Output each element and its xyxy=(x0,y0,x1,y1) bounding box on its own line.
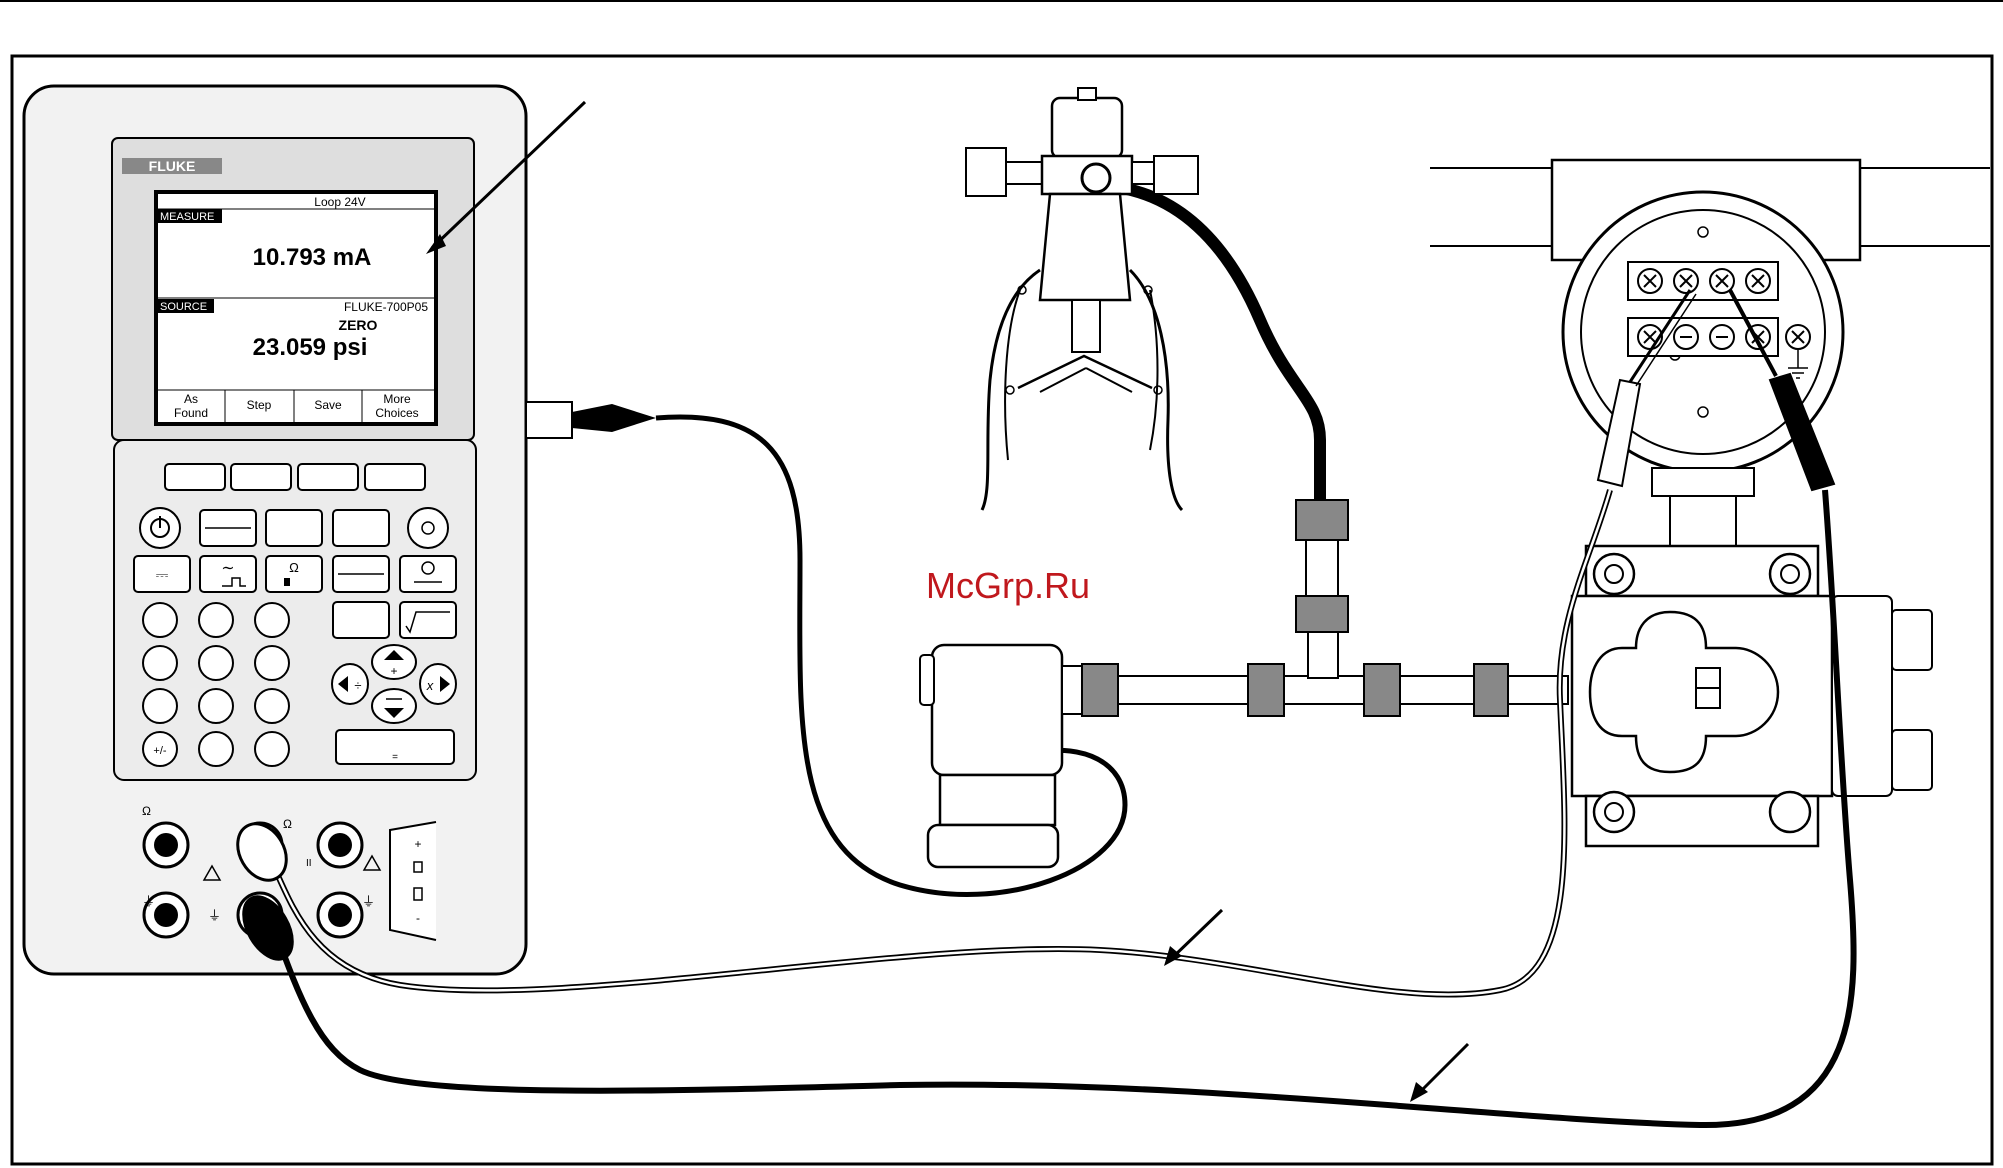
num-key[interactable] xyxy=(143,689,177,723)
left-arrow-key[interactable] xyxy=(332,664,368,704)
ohm-key-icon: Ω xyxy=(289,560,299,575)
softkey-button-2[interactable] xyxy=(231,464,291,490)
flange-bolt xyxy=(1594,554,1634,594)
ohm-jack-label: Ω xyxy=(142,804,151,818)
side-port-panel xyxy=(390,822,436,940)
lead-pointer-arrow xyxy=(1172,910,1222,958)
flange-bolt xyxy=(1770,554,1810,594)
dc-icon: ⎓ xyxy=(156,567,169,584)
source-label: SOURCE xyxy=(160,301,207,313)
flange-bolt xyxy=(1770,792,1810,832)
flange-bolt xyxy=(1594,792,1634,832)
zero-label: ZERO xyxy=(339,317,378,333)
lead-pointer-arrow xyxy=(1418,1044,1468,1094)
pump-vent-knob xyxy=(1154,156,1198,194)
jack-hole xyxy=(154,833,178,857)
loop-status: Loop 24V xyxy=(314,195,365,209)
softkey-3-label: Save xyxy=(314,398,342,412)
num-key[interactable] xyxy=(199,732,233,766)
pressure-transmitter xyxy=(1430,160,1990,846)
right-arrow-key[interactable] xyxy=(420,664,456,704)
pressure-module-body xyxy=(932,645,1062,775)
softkey-button-4[interactable] xyxy=(365,464,425,490)
softkey-1-line1: As xyxy=(184,392,198,406)
speaker-icon xyxy=(284,578,290,586)
fitting xyxy=(1248,664,1284,716)
brand-label: FLUKE xyxy=(149,158,196,174)
divide-label: ÷ xyxy=(354,678,361,693)
watermark: McGrp.Ru xyxy=(926,565,1090,606)
key-row3-4[interactable] xyxy=(333,602,389,638)
softkey-4-line2: Choices xyxy=(375,406,418,420)
softkey-button-3[interactable] xyxy=(298,464,358,490)
pressure-module xyxy=(920,645,1062,867)
module-name: FLUKE-700P05 xyxy=(344,300,428,314)
pump-valve-knob xyxy=(966,148,1006,196)
softkey-2-label: Step xyxy=(247,398,272,412)
pressure-manifold xyxy=(1062,500,1568,716)
measure-label: MEASURE xyxy=(160,211,214,223)
num-key[interactable] xyxy=(255,689,289,723)
plus-label: + xyxy=(390,664,397,678)
fitting xyxy=(1474,664,1508,716)
fitting xyxy=(1296,596,1348,632)
ground-jack-label-center: ⏚ xyxy=(208,908,221,923)
ii-jack-label: II xyxy=(306,858,312,869)
pump-cap xyxy=(1052,98,1122,158)
fitting xyxy=(1296,500,1348,540)
ground-jack-label: ⏚ xyxy=(142,894,155,909)
softkey-4-line1: More xyxy=(383,392,411,406)
plusminus-label: +/- xyxy=(153,745,166,757)
key-row1-4[interactable] xyxy=(333,510,389,546)
source-value: 23.059 psi xyxy=(253,334,368,361)
pump-handle-left xyxy=(982,270,1040,510)
num-key[interactable] xyxy=(255,732,289,766)
jack-hole xyxy=(328,903,352,927)
backlight-button[interactable] xyxy=(408,508,448,548)
measure-value: 10.793 mA xyxy=(253,244,372,271)
side-plus-label: + xyxy=(414,837,421,851)
softkey-button-1[interactable] xyxy=(165,464,225,490)
module-connector xyxy=(526,402,572,438)
module-plug xyxy=(572,404,656,432)
num-key[interactable] xyxy=(199,646,233,680)
key-row1-3[interactable] xyxy=(266,510,322,546)
num-key[interactable] xyxy=(255,646,289,680)
pump-handle-right xyxy=(1130,270,1182,510)
num-key[interactable] xyxy=(199,689,233,723)
num-key[interactable] xyxy=(255,603,289,637)
side-minus-label: - xyxy=(416,911,420,925)
times-label: x xyxy=(426,678,434,693)
num-key[interactable] xyxy=(143,646,177,680)
num-key[interactable] xyxy=(199,603,233,637)
jack-hole xyxy=(328,833,352,857)
pump-body xyxy=(1040,194,1130,300)
sqrt-key[interactable] xyxy=(400,602,456,638)
ground-jack-label-right: ⏚ xyxy=(362,894,375,909)
softkey-1-line2: Found xyxy=(174,406,208,420)
ac-icon: ∼ xyxy=(221,560,234,577)
enter-label: = xyxy=(392,752,398,763)
hand-pump xyxy=(966,88,1198,510)
fitting xyxy=(1082,664,1118,716)
ohm-jack-label-center: Ω xyxy=(283,817,292,831)
jack-hole xyxy=(154,903,178,927)
fitting xyxy=(1364,664,1400,716)
num-key[interactable] xyxy=(143,603,177,637)
